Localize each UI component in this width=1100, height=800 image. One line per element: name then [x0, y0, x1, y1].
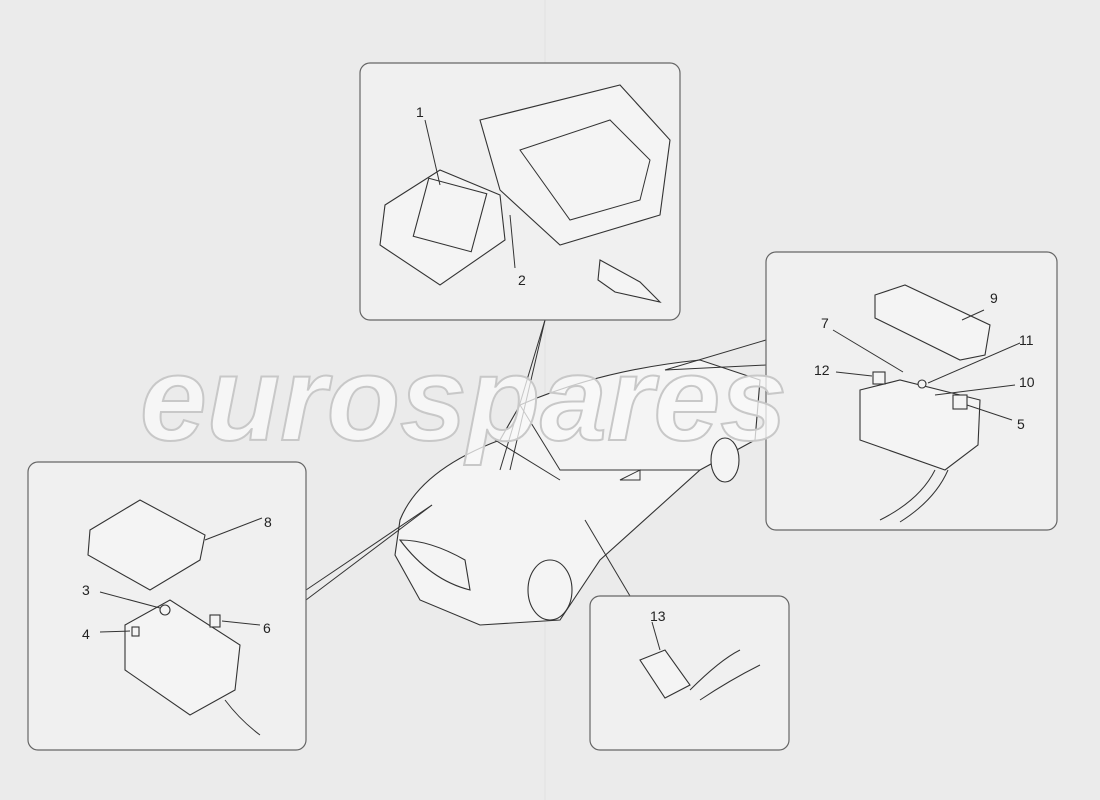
view-arrow-icon — [597, 259, 662, 303]
callout-8: 8 — [264, 514, 272, 530]
panel-bottom: 13 — [589, 595, 790, 751]
callout-9: 9 — [990, 290, 998, 306]
callout-2: 2 — [518, 272, 526, 288]
leader-top — [499, 319, 546, 471]
callout-1: 1 — [416, 104, 424, 120]
callout-13: 13 — [650, 608, 666, 624]
callout-12: 12 — [814, 362, 830, 378]
car-illustration — [394, 359, 761, 626]
leader-left — [305, 504, 433, 591]
leader-right — [664, 339, 767, 371]
leader-bottom — [584, 519, 631, 597]
callout-3: 3 — [82, 582, 90, 598]
panel-left: 8 3 4 6 — [27, 461, 307, 751]
callout-10: 10 — [1019, 374, 1035, 390]
callout-4: 4 — [82, 626, 90, 642]
callout-5: 5 — [1017, 416, 1025, 432]
callout-7: 7 — [821, 315, 829, 331]
panel-right: 9 7 11 12 10 5 — [765, 251, 1058, 531]
callout-11: 11 — [1019, 332, 1034, 348]
callout-6: 6 — [263, 620, 271, 636]
watermark-logo: eurospares — [140, 332, 787, 466]
panel-top: 1 2 — [359, 62, 681, 321]
